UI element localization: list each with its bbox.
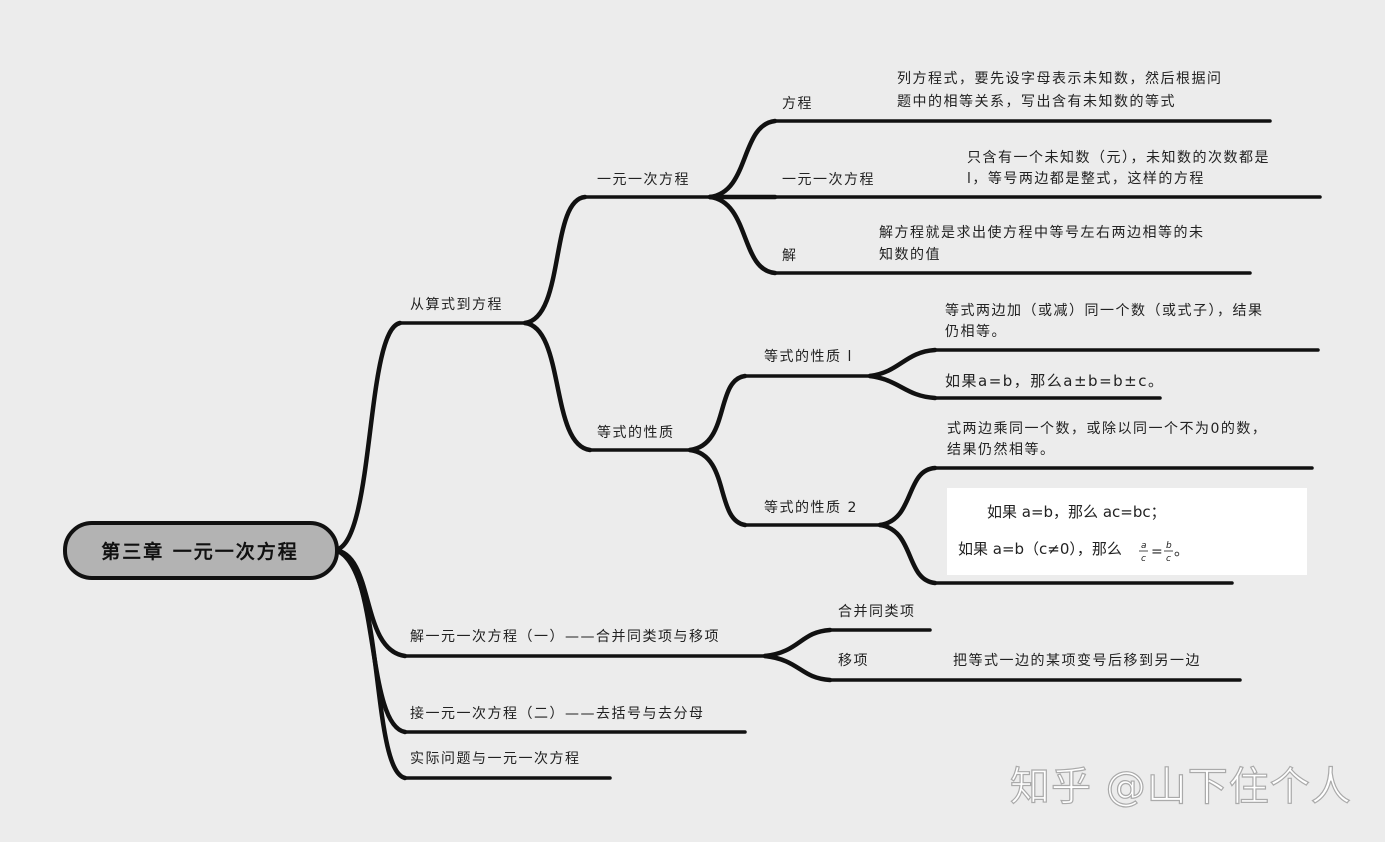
root-node[interactable] [63, 521, 339, 580]
desc-line: l，等号两边都是整式，这样的方程 [967, 170, 1205, 187]
node-property-1[interactable]: 等式的性质 l [764, 348, 853, 365]
fraction-num: b [1166, 541, 1173, 551]
connector [762, 653, 833, 683]
connector [877, 465, 938, 528]
node-b1-1[interactable]: 一元一次方程 [597, 172, 690, 188]
example-box [947, 488, 1307, 575]
node-property-2[interactable]: 等式的性质 2 [764, 499, 858, 516]
example-line: 如果 a=b，那么 ac=bc； [987, 503, 1166, 521]
connector [762, 627, 833, 659]
desc-line: 结果仍然相等。 [947, 441, 1056, 458]
connector-root-b1 [332, 320, 403, 553]
example-line: 如果 a=b（c≠0），那么 [958, 540, 1122, 558]
connector [522, 194, 588, 326]
node-linear-equation[interactable]: 一元一次方程 [782, 172, 875, 188]
desc-line: 题中的相等关系，写出含有未知数的等式 [897, 93, 1176, 110]
desc-line: 列方程式，要先设字母表示未知数，然后根据问 [897, 70, 1223, 87]
connector [687, 373, 748, 453]
connector [522, 320, 593, 453]
desc-line: 把等式一边的某项变号后移到另一边 [953, 652, 1201, 669]
node-transpose[interactable]: 移项 [838, 653, 869, 669]
desc-line: 只含有一个未知数（元），未知数的次数都是 [967, 149, 1270, 166]
connector [687, 447, 748, 528]
desc-line: 等式两边加（或减）同一个数（或式子），结果 [945, 302, 1264, 319]
connector [877, 522, 938, 586]
node-b1[interactable]: 从算式到方程 [410, 297, 503, 313]
node-b1-2[interactable]: 等式的性质 [597, 424, 675, 441]
root-label: 第三章 一元一次方程 [101, 540, 299, 563]
desc-line: 式两边乘同一个数，或除以同一个不为0的数， [947, 421, 1267, 437]
node-b3[interactable]: 接一元一次方程（二）——去括号与去分母 [410, 705, 705, 722]
fraction-den: c [1141, 554, 1147, 564]
connector-root-b4 [332, 547, 408, 781]
node-b2[interactable]: 解一元一次方程（一）——合并同类项与移项 [410, 629, 720, 645]
node-solution[interactable]: 解 [782, 248, 798, 264]
desc-line: 解方程就是求出使方程中等号左右两边相等的未 [879, 224, 1205, 241]
connector [867, 373, 938, 401]
connector [867, 347, 938, 379]
desc-line: 知数的值 [879, 246, 941, 263]
fraction-num: a [1141, 541, 1148, 551]
period: 。 [1174, 541, 1189, 559]
watermark: 知乎 @山下住个人 [1010, 764, 1352, 810]
fraction-den: c [1166, 554, 1172, 564]
desc-line: 仍相等。 [945, 323, 1007, 340]
connector [707, 118, 778, 200]
node-combine-terms[interactable]: 合并同类项 [838, 604, 916, 620]
equals: = [1151, 544, 1164, 560]
node-equation[interactable]: 方程 [782, 96, 813, 112]
example: 如果a=b，那么a±b=b±c。 [945, 372, 1164, 390]
node-b4[interactable]: 实际问题与一元一次方程 [410, 751, 581, 767]
connector [707, 194, 778, 276]
